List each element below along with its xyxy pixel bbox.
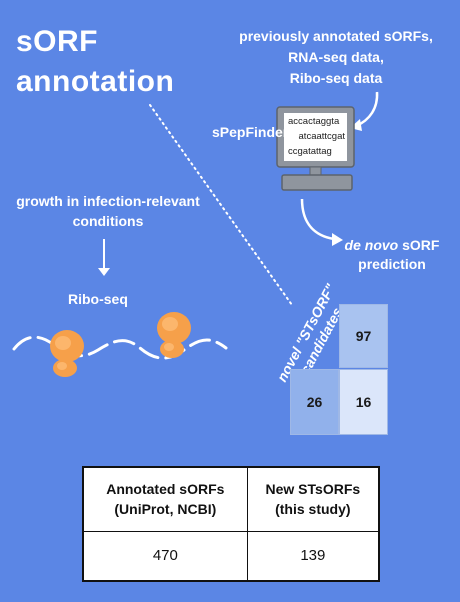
sources-line-3: Ribo-seq data [289,70,383,86]
denovo-prediction-label: de novo sORF prediction [332,236,452,274]
sequence-line-2: atcaattcgat [298,131,345,142]
sources-line-2: RNA-seq data, [288,49,384,65]
down-arrow-head [98,268,110,276]
sequence-line-3: ccgatattag [288,146,332,157]
prediction-arrowhead [332,233,343,246]
table-row: 470 139 [82,530,380,582]
page-title: sORF annotation [16,22,216,102]
ribosome-icon-left [50,330,84,377]
sequence-line-1: accactaggta [288,116,340,127]
denovo-rest: sORF [398,237,440,253]
header-new-line-1: New STsORFs [265,481,361,498]
ribosome-icon-right [157,312,191,358]
table-header-new: New STsORFs (this study) [246,466,380,532]
title-line-1: sORF [16,25,99,58]
count-cell-bottom-right: 16 [339,369,388,435]
spepfinder-label: sPepFinder [212,124,289,140]
table-header-annotated: Annotated sORFs (UniProt, NCBI) [82,466,248,532]
annotated-count-cell: 470 [82,530,248,582]
sequence-screen: accactaggta atcaattcgat ccgatattag [284,113,347,161]
count-cell-top-right: 97 [339,304,388,368]
denovo-line-2: prediction [358,256,426,272]
title-line-2: annotation [16,65,175,98]
count-cell-bottom-left: 26 [290,369,339,435]
prediction-arrow [300,198,335,241]
mrna-strand [12,335,228,360]
new-count-cell: 139 [246,530,380,582]
sources-line-1: previously annotated sORFs, [239,28,433,44]
growth-line-1: growth in infection-relevant [16,193,200,209]
sorf-count-table: Annotated sORFs (UniProt, NCBI) New STsO… [82,466,380,582]
table-header-row: Annotated sORFs (UniProt, NCBI) New STsO… [82,466,380,532]
riboseq-label: Ribo-seq [68,291,128,307]
dotted-connector-line [149,104,293,306]
denovo-italic: de novo [344,237,399,253]
header-new-line-2: (this study) [275,501,351,518]
header-annotated-line-1: Annotated sORFs [106,481,225,498]
denovo-line-1: de novo sORF [332,236,452,255]
header-annotated-line-2: (UniProt, NCBI) [114,501,217,518]
input-sources-label: previously annotated sORFs, RNA-seq data… [222,26,450,89]
growth-conditions-label: growth in infection-relevant conditions [10,191,206,231]
growth-line-2: conditions [72,213,144,229]
